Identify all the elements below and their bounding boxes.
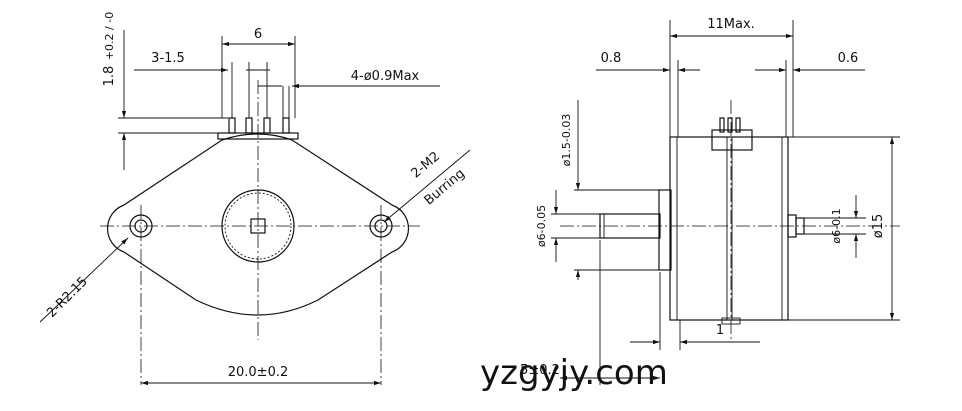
boss-teeth (224, 192, 292, 260)
dim-lead-length-tol: +0.2 / -0 (103, 12, 116, 60)
dim-pin-span: 6 (254, 27, 262, 42)
dim-rear-boss-dia: ø6-0.1 (830, 208, 843, 243)
watermark: yzgyjy.com (480, 353, 668, 393)
dim-body-dia: ø15 (871, 214, 886, 239)
side-view: 11Max. 0.8 0.6 ø1.5-0.03 ø6-0.05 ø6-0.1 (520, 17, 900, 385)
motor-body (669, 136, 789, 321)
dim-left-flange: 0.8 (601, 51, 622, 66)
front-view: 1.8 +0.2 / -0 6 3-1.5 4-ø0.9Max 2-M2 Bur… (39, 12, 471, 386)
dim-lead-length: 1.8 (102, 66, 117, 87)
dim-boss-dia: ø1.5-0.03 (560, 114, 573, 167)
side-pins (711, 117, 753, 151)
motor-flange-outline (107, 133, 409, 316)
dim-shaft-dia: ø6-0.05 (535, 205, 548, 247)
dim-pin-pitch: 3-1.5 (151, 51, 185, 66)
dim-right-flange: 0.6 (838, 51, 859, 66)
dim-length: 11Max. (707, 17, 755, 32)
dim-corner-radius: 2-R2.15 (44, 274, 91, 321)
dim-shaft-length: 5±0.2 (520, 363, 560, 378)
dim-pin-dia: 4-ø0.9Max (351, 69, 420, 84)
dim-gap: 1 (716, 323, 724, 338)
dim-hole-spacing: 20.0±0.2 (228, 365, 289, 380)
